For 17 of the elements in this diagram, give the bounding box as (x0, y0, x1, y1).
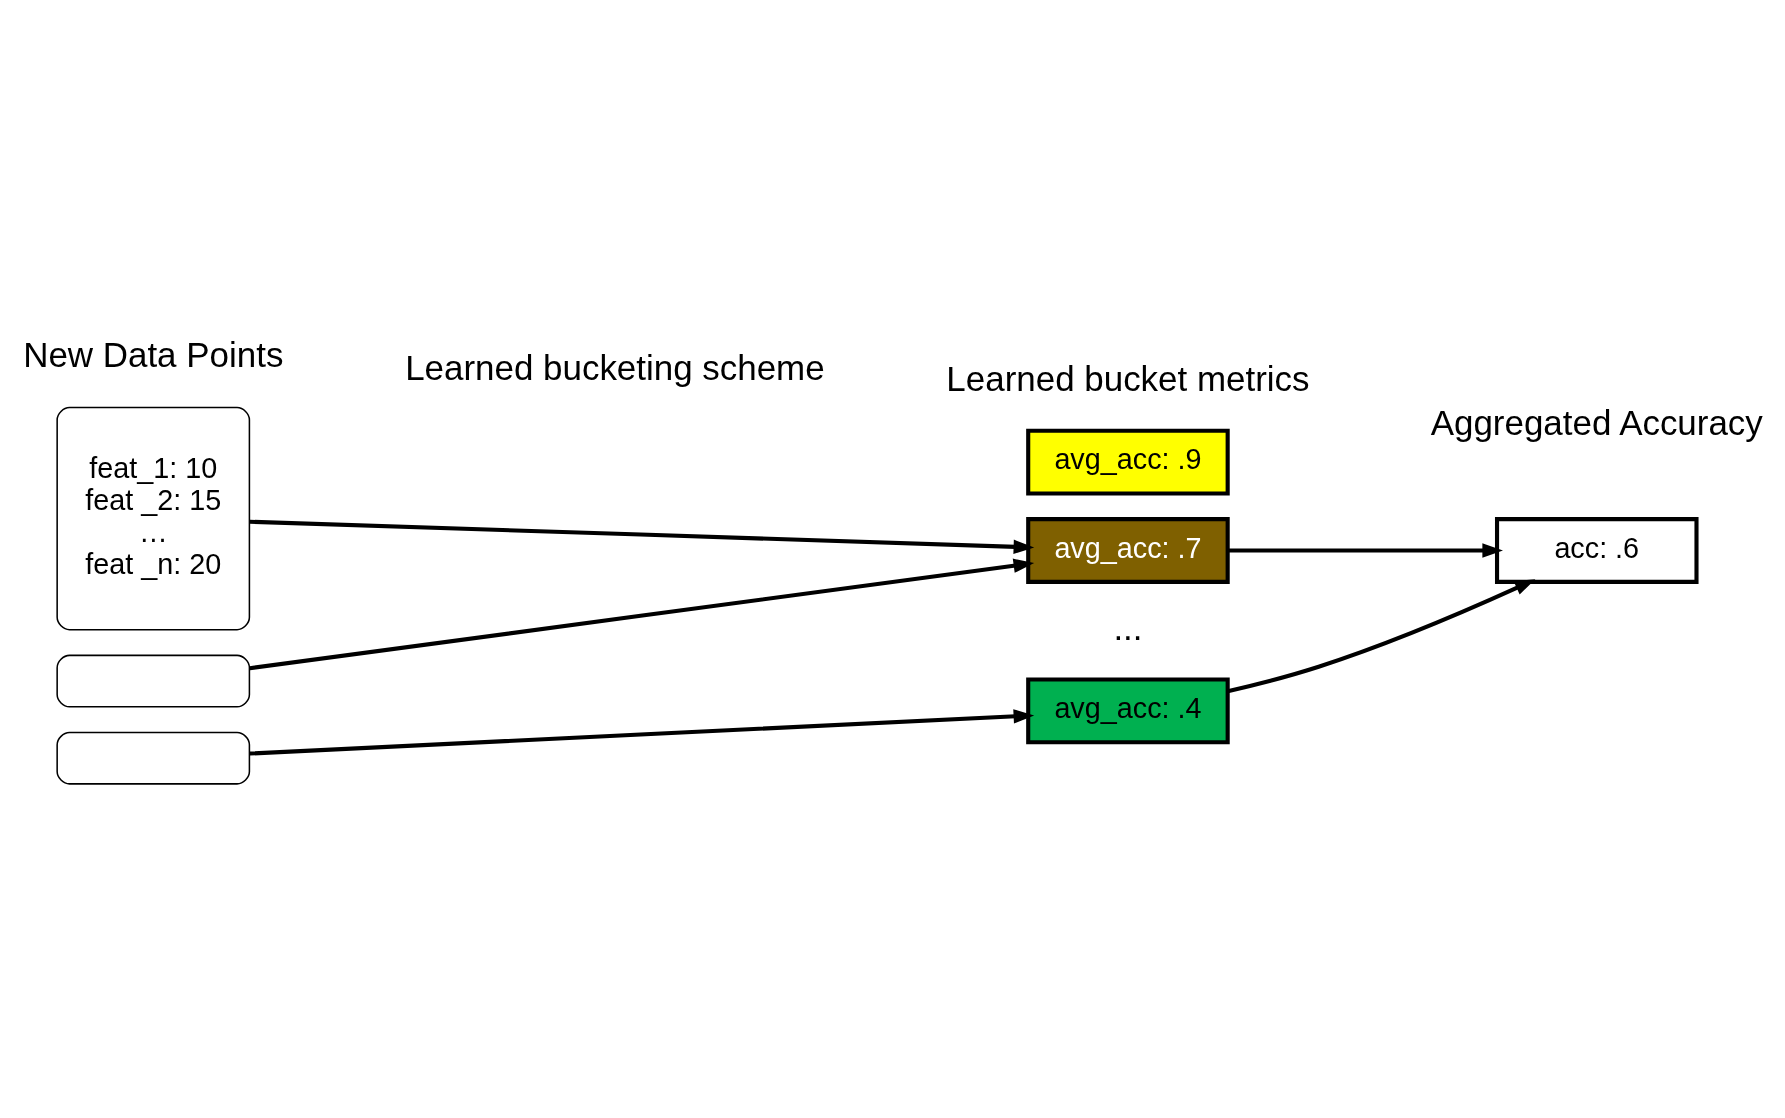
arrow (249, 519, 1035, 554)
node-box: avg_acc: .9 (1026, 428, 1230, 495)
arrow (1227, 578, 1536, 693)
node-box: acc: .6 (1495, 516, 1699, 584)
arrow (249, 708, 1035, 756)
label: New Data Points (23, 334, 284, 374)
node-box: avg_acc: .7 (1026, 516, 1230, 584)
arrow (249, 558, 1035, 670)
node-box: avg_acc: .4 (1026, 676, 1230, 744)
node-box (56, 731, 251, 785)
label: Learned bucketing scheme (405, 347, 825, 387)
label: Learned bucket metrics (946, 358, 1310, 398)
arrow (1227, 542, 1503, 558)
node-box (56, 654, 251, 708)
label: ... (1113, 607, 1143, 647)
node-box: feat_1: 10 feat _2: 15 … feat _n: 20 (56, 406, 251, 630)
label: Aggregated Accuracy (1430, 402, 1763, 442)
